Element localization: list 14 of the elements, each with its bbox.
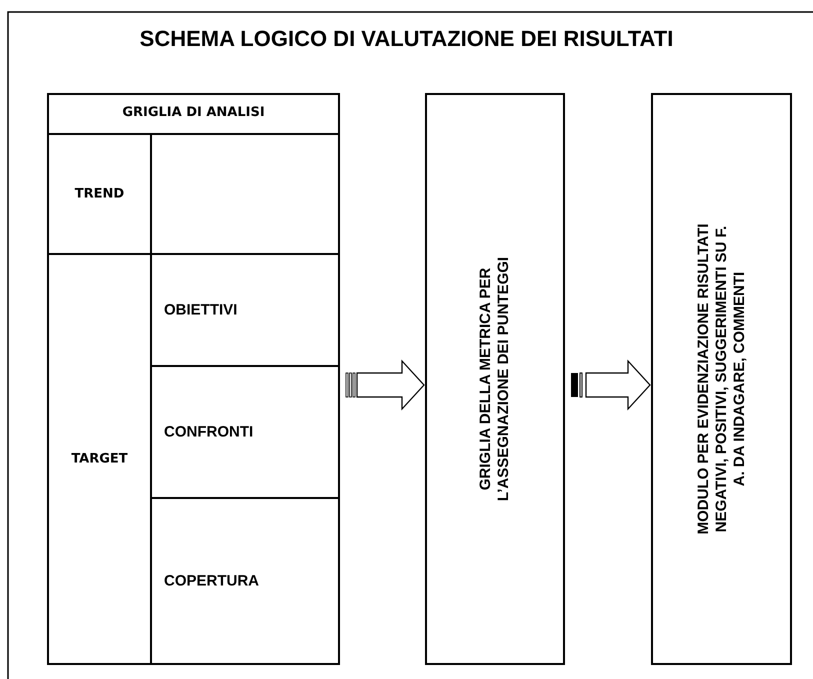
block-arrow <box>356 359 425 411</box>
process-box <box>425 93 565 665</box>
box-label: CONFRONTI <box>164 424 254 440</box>
box-label: TARGET <box>70 452 129 466</box>
block-arrow <box>585 359 651 411</box>
process-box <box>651 93 792 665</box>
box-label: MODULO PER EVIDENZIAZIONE RISULTATI NEGATIVI, POSITIVI, SUGGERIMENTI SU F. A. DA INDAGARE, COMMENTI <box>694 222 748 536</box>
diagram-title: SCHEMA LOGICO DI VALUTAZIONE DEI RISULTATI <box>138 26 674 52</box>
box-label: GRIGLIA DELLA METRICA PER L’ASSEGNAZIONE DEI PUNTEGGI <box>477 256 513 504</box>
analysis-table <box>47 93 340 665</box>
box-label: OBIETTIVI <box>164 302 238 318</box>
table-header: GRIGLIA DI ANALISI <box>121 105 266 120</box>
box-label: COPERTURA <box>164 572 260 590</box>
box-label: TREND <box>74 186 126 202</box>
